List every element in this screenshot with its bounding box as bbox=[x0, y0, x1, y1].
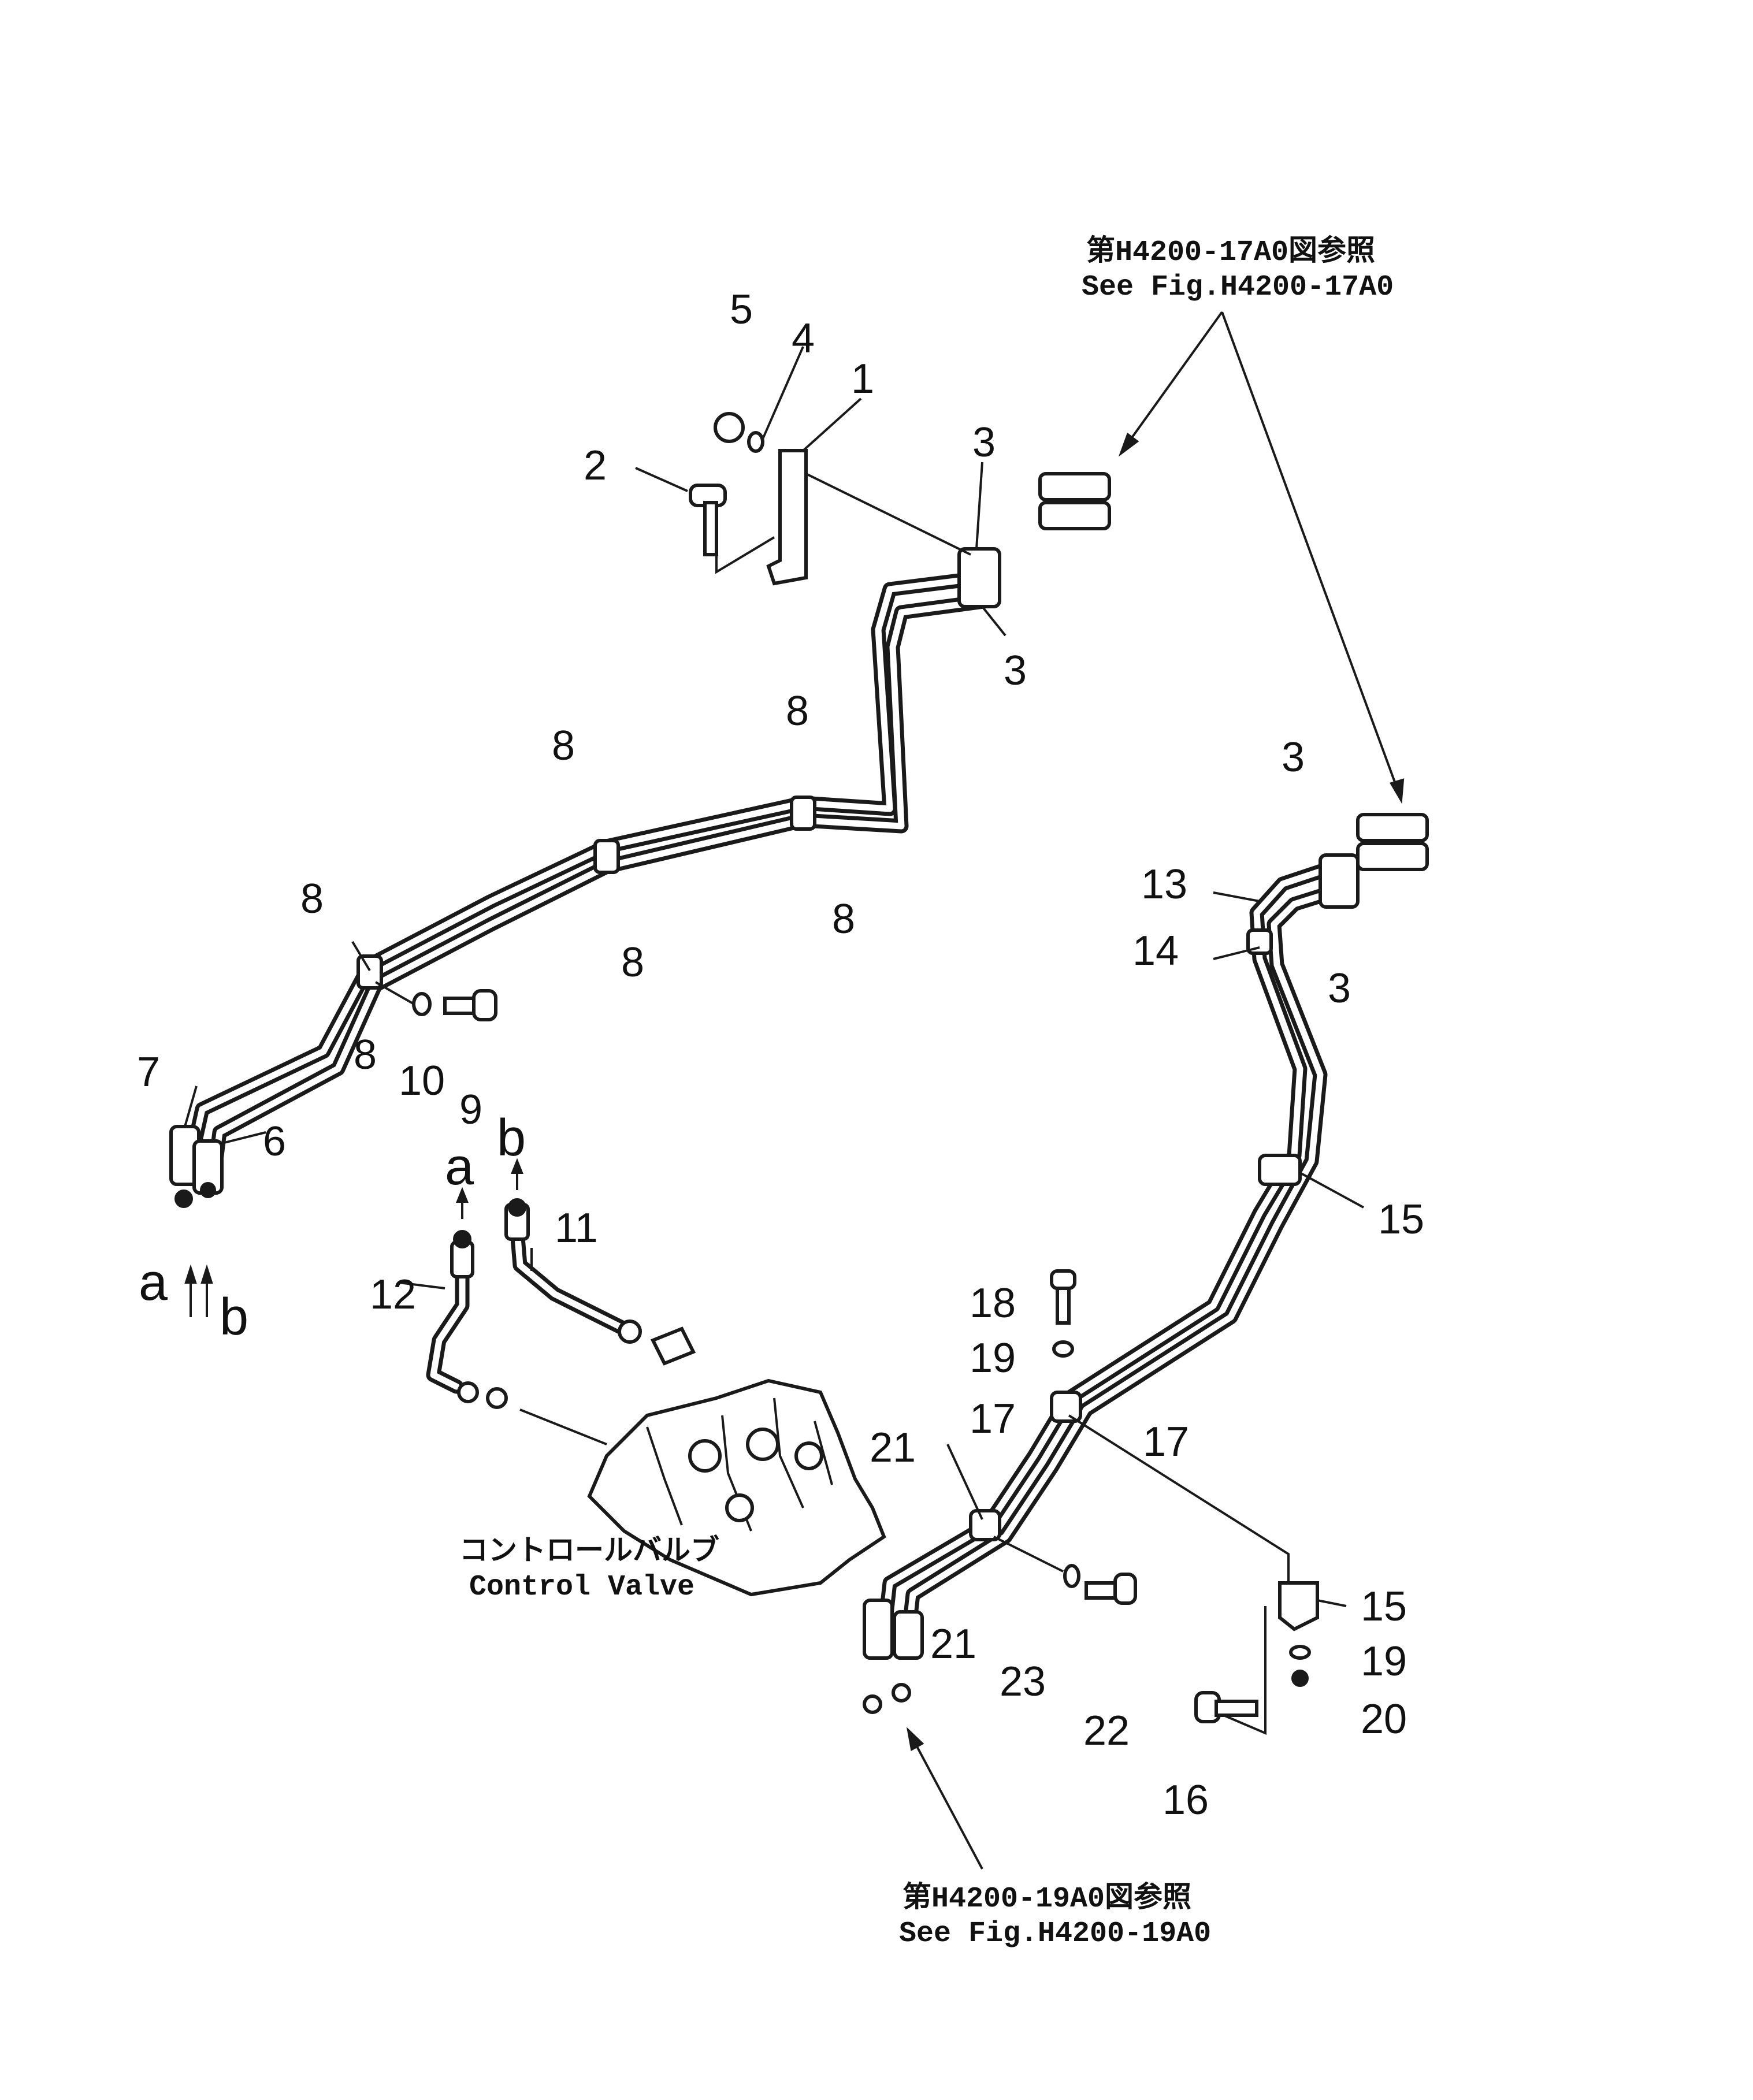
callout-16: 16 bbox=[1163, 1777, 1209, 1823]
callout-23: 23 bbox=[1000, 1659, 1046, 1705]
clamp-bolt-group bbox=[375, 981, 497, 1021]
callout-11: 11 bbox=[555, 1205, 598, 1251]
callout-17a: 17 bbox=[970, 1396, 1016, 1442]
callout-9: 9 bbox=[459, 1087, 482, 1133]
ref-top-jp: 第H4200-17A0図参照 bbox=[1086, 235, 1375, 269]
ref-bottom-en: See Fig.H4200-19A0 bbox=[899, 1917, 1211, 1950]
callout-8b: 8 bbox=[786, 688, 809, 734]
callout-20: 20 bbox=[1361, 1696, 1407, 1742]
callout-17b: 17 bbox=[1143, 1419, 1189, 1465]
legend-marker-b: b bbox=[220, 1288, 248, 1346]
callout-21b: 21 bbox=[930, 1621, 976, 1667]
callout-15a: 15 bbox=[1378, 1196, 1424, 1243]
callout-10: 10 bbox=[399, 1058, 445, 1104]
control-valve bbox=[587, 1378, 886, 1597]
callout-3a: 3 bbox=[972, 419, 996, 466]
callout-6: 6 bbox=[263, 1118, 286, 1165]
callout-19b: 19 bbox=[1361, 1638, 1407, 1685]
callout-4: 4 bbox=[792, 315, 815, 362]
callout-13: 13 bbox=[1141, 861, 1187, 908]
right-pipe-assembly bbox=[863, 813, 1429, 1660]
control-valve-en: Control Valve bbox=[469, 1571, 694, 1604]
ref-bottom-jp: 第H4200-19A0図参照 bbox=[903, 1881, 1191, 1916]
hoses bbox=[426, 1198, 696, 1445]
callout-3c: 3 bbox=[1282, 734, 1305, 780]
bracket-group-15 bbox=[1194, 1581, 1319, 1735]
upper-pipe-assembly bbox=[169, 472, 1111, 1208]
callout-8e: 8 bbox=[300, 876, 324, 922]
callout-21a: 21 bbox=[870, 1425, 916, 1471]
clamp-21-fasteners bbox=[993, 1536, 1137, 1605]
callout-5: 5 bbox=[730, 287, 753, 333]
callout-2: 2 bbox=[584, 443, 607, 489]
callout-3d: 3 bbox=[1328, 965, 1351, 1012]
callout-14: 14 bbox=[1132, 928, 1179, 974]
callout-8f: 8 bbox=[354, 1032, 377, 1078]
bottom-fittings bbox=[863, 1683, 911, 1714]
callout-leaders bbox=[184, 346, 1364, 1607]
callout-18: 18 bbox=[970, 1280, 1016, 1326]
clamp-17-fasteners bbox=[1050, 1269, 1290, 1583]
ref-top-arrows bbox=[1118, 311, 1405, 804]
flow-markers bbox=[184, 1158, 523, 1317]
callout-numbers: 1 2 3 3 3 3 4 5 6 7 8 8 8 8 8 8 9 10 11 … bbox=[137, 287, 1424, 1823]
callout-19a: 19 bbox=[970, 1335, 1016, 1381]
bracket-group-1 bbox=[689, 412, 971, 586]
control-valve-jp: コントロールバルブ bbox=[459, 1534, 719, 1569]
ref-bottom-arrow bbox=[906, 1727, 983, 1869]
callout-8a: 8 bbox=[552, 723, 575, 769]
legend-marker-a: a bbox=[139, 1254, 168, 1311]
ref-top-en: See Fig.H4200-17A0 bbox=[1082, 271, 1394, 304]
flow-marker-b: b bbox=[497, 1109, 526, 1167]
callout-7: 7 bbox=[137, 1049, 160, 1095]
callout-22: 22 bbox=[1083, 1708, 1130, 1754]
callout-8d: 8 bbox=[621, 939, 644, 986]
flow-marker-a: a bbox=[445, 1138, 474, 1196]
callout-12: 12 bbox=[370, 1272, 416, 1318]
callout-1: 1 bbox=[851, 356, 874, 402]
callout-8c: 8 bbox=[832, 896, 855, 942]
callout-15b: 15 bbox=[1361, 1584, 1407, 1630]
callout-3b: 3 bbox=[1004, 648, 1027, 694]
